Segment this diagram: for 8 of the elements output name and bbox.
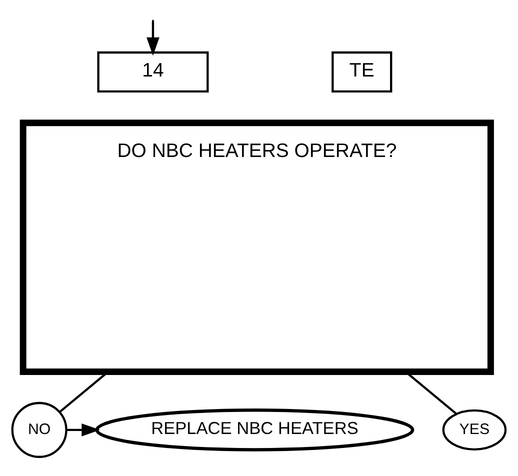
arrow xyxy=(146,20,160,56)
node-circle: NO xyxy=(11,401,68,458)
node-box: 14 xyxy=(97,50,209,92)
node-ellipse: YES xyxy=(442,408,507,450)
node-ellipse: REPLACE NBC HEATERS xyxy=(95,408,414,451)
node-box: DO NBC HEATERS OPERATE? xyxy=(20,119,494,375)
arrow xyxy=(66,422,100,436)
node-box: TE xyxy=(332,50,392,92)
